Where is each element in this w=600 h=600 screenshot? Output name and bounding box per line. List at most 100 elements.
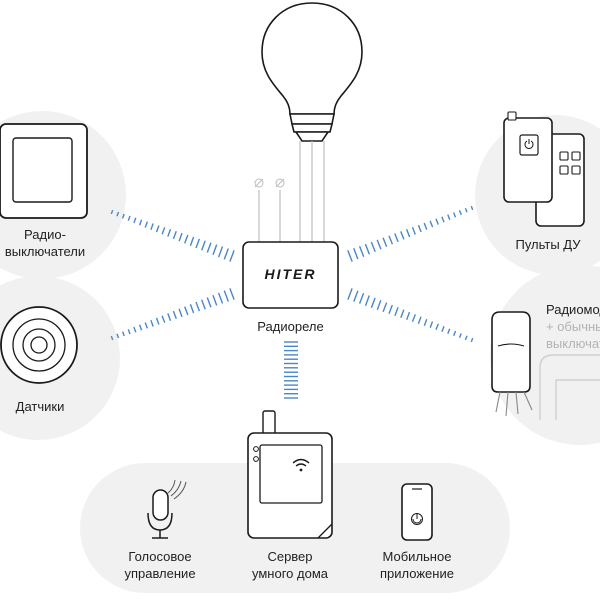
signal-dash <box>376 239 382 250</box>
signal-dash <box>206 242 212 253</box>
signal-dash <box>138 324 143 331</box>
signal-dash <box>353 290 359 302</box>
signal-dash <box>358 245 365 257</box>
signal-dash <box>223 290 229 302</box>
signal-dash <box>172 310 177 320</box>
signal-dash <box>453 330 457 337</box>
signal-dash <box>133 326 137 333</box>
signal-dash <box>217 292 224 304</box>
signal-dash <box>150 319 154 327</box>
signal-dash <box>417 224 422 233</box>
signal-wave-switches <box>110 209 235 262</box>
signal-dash <box>388 235 394 245</box>
remote-controls-icon <box>503 111 585 227</box>
signal-dash <box>167 313 172 321</box>
modules-label-line1: Радиомодули <box>546 302 600 317</box>
signal-dash <box>394 233 399 243</box>
signal-dash <box>423 222 428 230</box>
signal-dash <box>161 315 166 323</box>
voice-label-line2: управление <box>124 566 196 581</box>
signal-dash <box>429 220 434 228</box>
mobile-label-line2: приложение <box>380 566 454 581</box>
signal-dash <box>358 292 365 304</box>
signal-dash <box>464 207 468 213</box>
signal-dash <box>172 230 177 240</box>
signal-dash <box>167 229 172 237</box>
signal-dash <box>435 323 439 331</box>
signal-dash <box>376 299 382 310</box>
signal-dash <box>184 234 189 244</box>
mobile-label-line1: Мобильное <box>382 549 452 564</box>
signal-dash <box>178 232 183 242</box>
signal-dash <box>127 215 131 221</box>
signal-dash <box>347 250 353 262</box>
signal-dash <box>195 301 201 312</box>
modules-label-line2: + обычные <box>546 319 600 334</box>
radio-switch-icon <box>0 123 88 219</box>
signal-dash <box>388 304 393 314</box>
switches-label-line1: Радио- <box>24 227 66 242</box>
signal-dash <box>382 237 388 248</box>
signal-dash <box>411 226 416 235</box>
radio-module-icon <box>491 311 600 420</box>
signal-dash <box>382 302 388 312</box>
voice-label-line1: Голосовое <box>128 549 192 564</box>
signal-dash <box>223 248 229 260</box>
signal-dash <box>206 297 212 308</box>
signal-dash <box>144 221 149 228</box>
signal-dash <box>178 308 183 318</box>
signal-dash <box>212 244 218 256</box>
wifi-icon <box>292 458 310 472</box>
signal-dash <box>364 295 370 306</box>
signal-dash <box>201 299 206 310</box>
signal-wave-server <box>284 341 298 399</box>
signal-dash <box>447 328 451 335</box>
signal-dash <box>405 229 411 238</box>
signal-wave-sensors <box>110 288 235 341</box>
signal-dash <box>116 211 120 217</box>
signal-dash <box>370 241 376 252</box>
signal-dash <box>470 337 474 343</box>
signal-dash <box>441 326 445 333</box>
signal-dash <box>229 250 235 262</box>
modules-label-line3: выключатели <box>546 336 600 351</box>
signal-dash <box>155 317 160 325</box>
signal-dash <box>411 314 416 322</box>
signal-dash <box>406 311 411 320</box>
signal-dash <box>184 306 189 316</box>
signal-dash <box>423 318 428 327</box>
server-label-line2: умного дома <box>252 566 328 581</box>
signal-dash <box>116 333 120 339</box>
light-bulb-icon <box>261 2 363 142</box>
signal-dash <box>441 216 445 223</box>
switches-label-line2: выключатели <box>4 244 86 259</box>
signal-dash <box>229 288 235 300</box>
microphone-icon <box>147 479 187 539</box>
voice-label: Голосовое управление <box>110 548 210 582</box>
mobile-phone-icon <box>401 483 433 541</box>
relay-logo: HITER <box>264 266 317 282</box>
signal-dash <box>370 297 376 308</box>
relay-label: Радиореле <box>257 319 324 334</box>
signal-dash <box>121 331 125 337</box>
signal-dash <box>447 214 451 220</box>
signal-dash <box>400 231 405 240</box>
signal-dash <box>417 316 422 325</box>
signal-dash <box>127 329 131 335</box>
signal-dash <box>201 240 206 251</box>
switches-label: Радио- выключатели <box>0 226 100 260</box>
signal-dash <box>110 209 114 215</box>
signal-dash <box>458 210 462 216</box>
smart-home-server-icon <box>247 410 333 539</box>
signal-dash <box>155 225 160 233</box>
signal-dash <box>133 217 137 224</box>
server-label-line1: Сервер <box>267 549 313 564</box>
signal-dash <box>144 322 149 329</box>
server-label: Сервер умного дома <box>240 548 340 582</box>
signal-dash <box>161 227 166 235</box>
signal-dash <box>189 236 195 246</box>
signal-dash <box>110 335 114 341</box>
signal-dash <box>464 335 468 341</box>
sensor-icon <box>0 306 78 384</box>
signal-wave-remotes <box>347 205 474 262</box>
